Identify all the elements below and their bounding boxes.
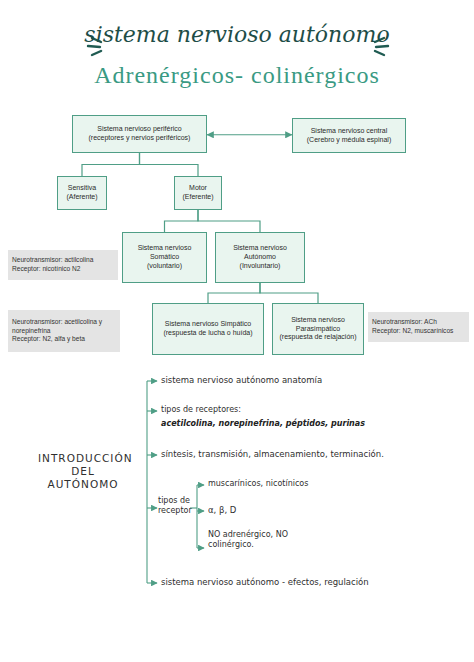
- node-text: Sistema nervioso central: [296, 127, 402, 136]
- node-text: (Aferente): [61, 193, 103, 202]
- node-text: (Involuntario): [219, 262, 301, 271]
- node-text: Sistema nervioso Simpático: [156, 320, 260, 329]
- diagram-title: sistema nervioso autónomo: [0, 22, 474, 47]
- node-text: Neurotransmisor: acetilcolina y norepine…: [12, 318, 116, 335]
- connector: [140, 153, 199, 176]
- connector: [198, 210, 260, 232]
- note-box: Neurotransmisor: AChReceptor: N2, muscar…: [368, 312, 469, 342]
- connector: [260, 283, 318, 303]
- process-box: Sistema nervioso central(Cerebro y médul…: [292, 118, 406, 153]
- mindmap-text: NO adrenérgico, NO colinérgico.: [208, 530, 298, 550]
- mindmap-text: tipos de receptor: [158, 496, 198, 516]
- process-box: Sistema nervioso Autónomo(Involuntario): [215, 232, 305, 283]
- mindmap-text: sistema nervioso autónomo - efectos, reg…: [161, 577, 461, 588]
- mindmap-text: sistema nervioso autónomo anatomía: [161, 375, 411, 386]
- process-box: Sistema nervioso periférico(receptores y…: [72, 115, 207, 153]
- connector: [82, 153, 140, 176]
- mindmap-text: tipos de receptores:: [161, 405, 361, 415]
- subtitle: Adrenérgicos- colinérgicos: [0, 60, 474, 90]
- process-box: Sensitiva(Aferente): [57, 176, 107, 210]
- node-text: Sensitiva: [61, 184, 103, 193]
- node-text: Sistema nervioso Parasimpático: [276, 316, 360, 334]
- node-text: (respuesta de lucha o huída): [156, 329, 260, 338]
- node-text: Receptor: nicotínico N2: [12, 265, 114, 274]
- note-box: Neurotransmisor: actilcolinaReceptor: ni…: [8, 250, 118, 280]
- connector: [165, 210, 199, 232]
- node-text: Motor: [178, 184, 218, 193]
- node-text: Sistema nervioso periférico: [76, 125, 203, 134]
- process-box: Motor(Eferente): [174, 176, 222, 210]
- node-text: Receptor: N2, muscarínicos: [372, 327, 465, 336]
- node-text: (voluntario): [126, 262, 203, 271]
- process-box: Sistema nervioso Somático(voluntario): [122, 232, 207, 283]
- mindmap-text: INTRODUCCIÓN DEL AUTÓNOMO: [38, 452, 128, 491]
- note-box: Neurotransmisor: acetilcolina y norepine…: [8, 310, 120, 352]
- node-text: (Cerebro y médula espinal): [296, 136, 402, 145]
- process-box: Sistema nervioso Parasimpático(respuesta…: [272, 303, 364, 355]
- node-text: (respuesta de relajación): [276, 333, 360, 342]
- node-text: (receptores y nervios periféricos): [76, 134, 203, 143]
- connector: [207, 134, 292, 135]
- connector: [208, 283, 260, 303]
- mindmap-text: α, β, D: [208, 505, 308, 516]
- node-text: (Eferente): [178, 193, 218, 202]
- mindmap-text: acetilcolina, norepinefrina, péptidos, p…: [161, 419, 421, 429]
- mindmap-text: síntesis, transmisión, almacenamiento, t…: [161, 449, 451, 460]
- node-text: Receptor: N2, alfa y beta: [12, 335, 116, 344]
- mindmap-text: muscarínicos, nicotínicos: [208, 479, 408, 489]
- node-text: Neurotransmisor: ACh: [372, 318, 465, 327]
- node-text: Sistema nervioso Autónomo: [219, 244, 301, 262]
- process-box: Sistema nervioso Simpático(respuesta de …: [152, 303, 264, 355]
- node-text: Neurotransmisor: actilcolina: [12, 256, 114, 265]
- node-text: Sistema nervioso Somático: [126, 244, 203, 262]
